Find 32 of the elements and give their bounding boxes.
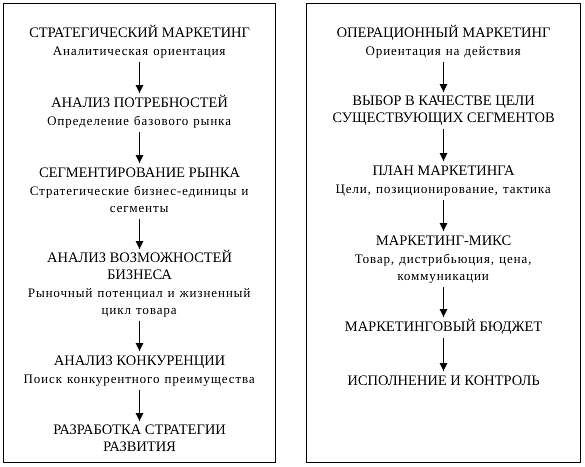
stage-heading: ИСПОЛНЕНИЕ И КОНТРОЛЬ [347, 373, 540, 390]
arrow [136, 320, 144, 352]
arrow [440, 62, 448, 92]
stage-description: Аналитическая ориентация [52, 42, 226, 59]
panel-frame [306, 3, 581, 463]
arrow [136, 132, 144, 164]
stage-heading: МАРКЕТИНГОВЫЙ БЮДЖЕТ [344, 319, 542, 336]
stage-description: Рыночный потенциал и жизненный цикл товара [26, 284, 252, 318]
stage-heading: СЕГМЕНТИРОВАНИЕ РЫНКА [39, 165, 240, 182]
stage-heading: АНАЛИЗ ПОТРЕБНОСТЕЙ [51, 95, 228, 112]
arrow [440, 200, 448, 232]
arrow [136, 62, 144, 94]
stage-description: Определение базового рынка [47, 112, 232, 129]
stage-heading: АНАЛИЗ КОНКУРЕНЦИИ [54, 353, 226, 370]
arrow [440, 286, 448, 318]
panel-frame [3, 3, 276, 463]
arrow [136, 218, 144, 250]
stage-heading: ВЫБОР В КАЧЕСТВЕ ЦЕЛИ СУЩЕСТВУЮЩИХ СЕГМЕНТОВ [331, 93, 556, 127]
stage-description: Ориентация на действия [366, 42, 522, 59]
stage-heading: ПЛАН МАРКЕТИНГА [372, 163, 514, 180]
stage-description: Стратегические бизнес-единицы и сегменты [28, 182, 250, 216]
stage-heading: СТРАТЕГИЧЕСКИЙ МАРКЕТИНГ [29, 25, 250, 42]
arrow [440, 128, 448, 162]
arrow [440, 338, 448, 372]
arrow [136, 390, 144, 422]
stage-heading: РАЗРАБОТКА СТРАТЕГИИ РАЗВИТИЯ [52, 422, 227, 456]
stage-description: Цели, позиционирование, тактика [335, 180, 552, 197]
stage-heading: АНАЛИЗ ВОЗМОЖНОСТЕЙ БИЗНЕСА [46, 250, 233, 284]
stage-heading: ОПЕРАЦИОННЫЙ МАРКЕТИНГ [336, 25, 550, 42]
stage-heading: МАРКЕТИНГ-МИКС [376, 233, 512, 250]
stage-description: Поиск конкурентного преимущества [23, 370, 256, 387]
stage-description: Товар, дистрибьюция, цена, коммуникации [354, 250, 534, 284]
